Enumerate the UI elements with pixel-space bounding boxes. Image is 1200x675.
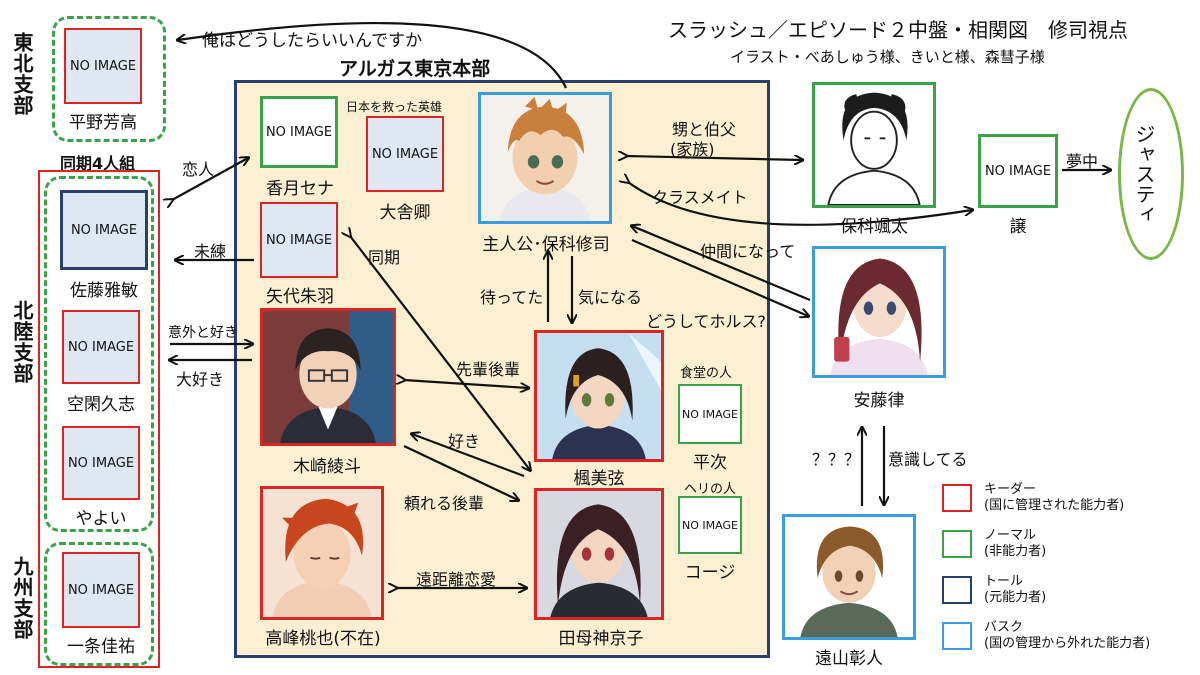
justy-oval <box>1118 88 1184 260</box>
label-why-horus: どうしてホルス? <box>646 312 767 331</box>
label-curious: 気になる <box>578 288 643 307</box>
kozuki-portrait: NO IMAGE <box>260 96 338 168</box>
tamo-name: 田母神京子 <box>558 629 644 649</box>
kyushu-group <box>44 542 154 666</box>
ohtoneri-tag: 日本を救った英雄 <box>346 100 443 114</box>
label-lovers: 恋人 <box>182 160 215 179</box>
kaede-portrait <box>534 330 664 462</box>
heiji-portrait: NO IMAGE <box>678 384 742 444</box>
hirano-portrait: NO IMAGE <box>64 28 142 104</box>
label-top-quote: 俺はどうしたらいいんですか <box>202 31 423 51</box>
label-conscious: 意識してる <box>888 450 968 469</box>
doki-group-box <box>38 170 160 668</box>
doki-group-label: 同期4人組 <box>60 154 136 173</box>
legend: キーダー(国に管理された能力者) ノーマル(非能力者) トール(元能力者) バス… <box>942 482 1192 662</box>
label-unexpected: 意外と好き <box>168 325 238 341</box>
branch-tohoku: 東北支部 <box>10 32 34 116</box>
hoshina-sota-name: 保科颯太 <box>840 217 908 237</box>
kuga-name: 空閑久志 <box>67 395 135 415</box>
label-waiting: 待ってた <box>480 288 544 307</box>
page-title: スラッシュ／エピソード２中盤・相関図 修司視点 <box>668 18 1128 42</box>
label-family: (家族) <box>670 140 715 159</box>
sato-name: 佐藤雅敏 <box>70 281 138 301</box>
label-likes: 好き <box>448 432 481 451</box>
label-long-distance: 遠距離恋愛 <box>416 570 497 589</box>
illustration-credit: イラスト・べあしゅう様、きいと様、森彗子様 <box>730 48 1045 66</box>
koji-portrait: NO IMAGE <box>678 496 742 554</box>
kuga-portrait: NO IMAGE <box>62 310 140 384</box>
koji-tag: ヘリの人 <box>684 482 737 497</box>
takamine-portrait <box>260 486 384 620</box>
ichijo-name: 一条佳祐 <box>67 637 135 657</box>
takamine-illustration <box>263 489 381 617</box>
kaede-name: 楓美弦 <box>573 469 625 489</box>
yayoi-name: やよい <box>75 509 127 529</box>
shuji-name: 主人公･保科修司 <box>482 235 610 255</box>
label-senpai-kohai: 先輩後輩 <box>456 360 521 379</box>
toyama-name: 遠山彰人 <box>815 649 883 669</box>
yashiro-portrait: NO IMAGE <box>260 202 338 278</box>
ando-portrait <box>812 246 946 378</box>
ando-illustration <box>815 249 943 375</box>
hirano-name: 平野芳高 <box>69 113 137 133</box>
heiji-name: 平次 <box>693 453 727 473</box>
label-became-friend: 仲間になって <box>700 242 796 261</box>
heiji-tag: 食堂の人 <box>680 366 733 381</box>
label-classmate: クラスメイト <box>652 188 748 207</box>
legend-swatch-normal <box>942 530 972 558</box>
kozuki-name: 香月セナ <box>266 179 334 199</box>
ohtoneri-name: 大舎卿 <box>379 203 431 223</box>
label-doki: 同期 <box>368 248 401 267</box>
toyama-portrait <box>782 514 916 640</box>
shuji-portrait <box>478 92 612 224</box>
ohtoneri-portrait: NO IMAGE <box>366 116 444 192</box>
yayoi-portrait: NO IMAGE <box>62 426 140 500</box>
label-reliable-kohai: 頼れる後輩 <box>404 494 485 513</box>
tamo-illustration <box>537 491 661 617</box>
legend-normal: ノーマル(非能力者) <box>984 528 1047 559</box>
kaede-illustration <box>537 333 661 459</box>
tohoku-group <box>52 16 166 142</box>
legend-swatch-tall <box>942 576 972 604</box>
shuji-illustration <box>481 95 609 221</box>
branch-kyushu: 九州支部 <box>10 556 34 640</box>
kizaki-illustration <box>263 311 393 443</box>
takamine-name: 高峰桃也(不在) <box>265 629 381 649</box>
yuzuru-portrait: NO IMAGE <box>978 134 1058 208</box>
branch-hokuriku: 北陸支部 <box>10 300 34 384</box>
ichijo-portrait: NO IMAGE <box>62 552 140 628</box>
legend-swatch-keeder <box>942 484 972 512</box>
sato-portrait: NO IMAGE <box>60 190 148 270</box>
label-lingering: 未練 <box>194 242 227 261</box>
legend-keeder: キーダー(国に管理された能力者) <box>984 482 1125 513</box>
label-loves: 大好き <box>176 370 225 389</box>
justy-name: ジャスティ <box>1132 124 1156 224</box>
label-question: ？？？ <box>812 450 861 469</box>
yuzuru-name: 譲 <box>1009 217 1027 237</box>
tamo-portrait <box>534 488 664 620</box>
legend-swatch-busk <box>942 622 972 650</box>
kizaki-name: 木崎綾斗 <box>293 457 361 477</box>
label-nephew-uncle: 甥と伯父 <box>672 120 737 139</box>
hokuriku-group <box>44 176 154 532</box>
toyama-illustration <box>785 517 913 637</box>
ando-name: 安藤律 <box>853 391 905 411</box>
hoshina-sota-illustration <box>815 85 933 205</box>
yashiro-name: 矢代朱羽 <box>266 287 334 307</box>
legend-busk: バスク(国の管理から外れた能力者) <box>984 620 1151 651</box>
hq-label: アルガス東京本部 <box>339 58 491 80</box>
kizaki-portrait <box>260 308 396 446</box>
hoshina-sota-portrait <box>812 82 936 208</box>
legend-tall: トール(元能力者) <box>984 574 1047 605</box>
label-crazy-about: 夢中 <box>1066 152 1099 171</box>
koji-name: コージ <box>684 563 736 583</box>
